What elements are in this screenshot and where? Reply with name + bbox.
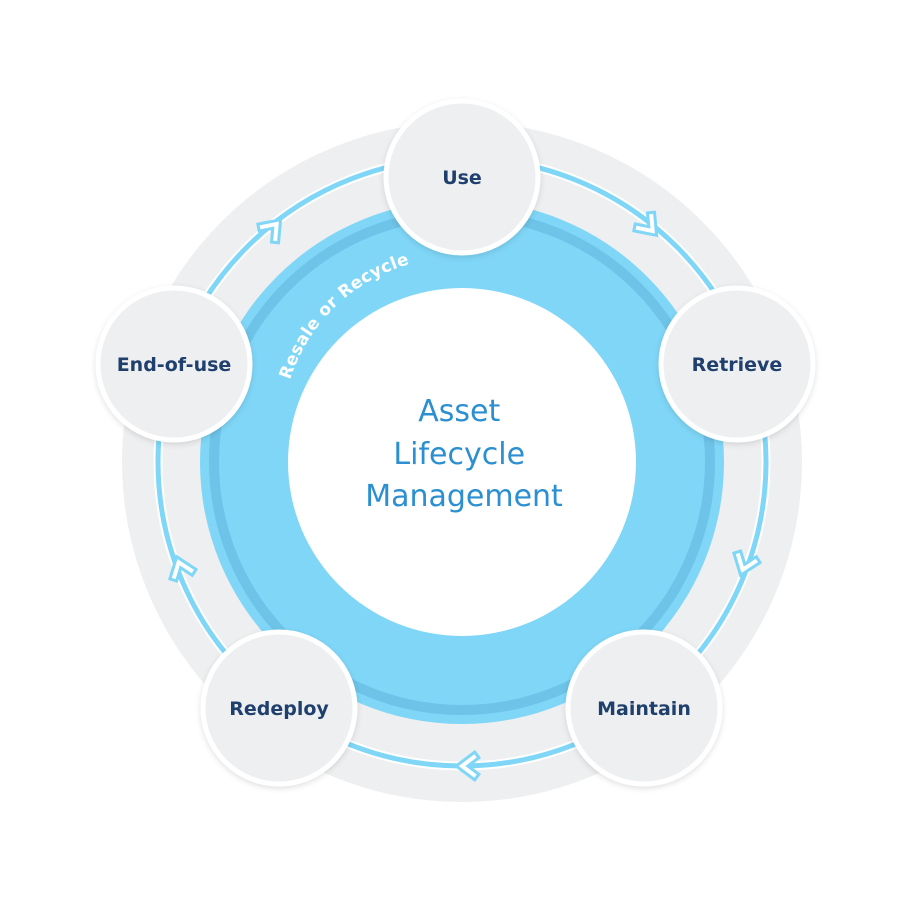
arrow-chevron-icon-2 [732, 549, 763, 578]
stage-node-end-of-use: End-of-use [95, 285, 253, 443]
arrow-chevron-icon-1 [632, 210, 659, 238]
arrow-chevron-icon-5 [256, 217, 283, 245]
stage-node-retrieve: Retrieve [658, 285, 816, 443]
arrow-chevron-icon-3 [453, 750, 481, 782]
stage-node-use: Use [383, 98, 541, 256]
direction-arrows [168, 210, 763, 782]
stage-node-redeploy: Redeploy [200, 629, 358, 787]
stage-node-maintain: Maintain [565, 629, 723, 787]
stage-label-use: Use [442, 167, 482, 189]
arrow-chevron-icon-4 [168, 554, 199, 583]
center-disc [288, 288, 636, 636]
center-title-line-1: Asset [418, 394, 500, 429]
stage-label-end-of-use: End-of-use [117, 354, 232, 376]
center-title: Asset Lifecycle Management [365, 394, 563, 514]
stage-label-redeploy: Redeploy [229, 698, 329, 720]
stage-label-retrieve: Retrieve [692, 354, 783, 376]
center-title-line-3: Management [365, 479, 563, 514]
stage-label-maintain: Maintain [597, 698, 691, 720]
center-title-line-2: Lifecycle [393, 437, 525, 472]
